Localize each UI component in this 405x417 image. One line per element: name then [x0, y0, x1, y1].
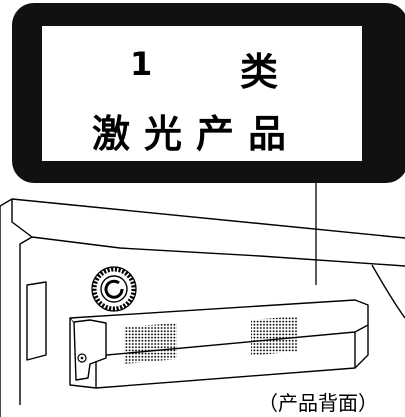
vent-left — [124, 323, 177, 364]
label-text-area: 1 类 激光产品 — [12, 3, 405, 183]
tv-back-housing — [0, 198, 405, 417]
dotted-vents — [124, 316, 298, 364]
product-back-caption: （产品背面） — [258, 391, 378, 415]
laser-class-number: 1 — [130, 45, 153, 83]
vent-right — [251, 316, 298, 356]
round-vent-grille — [91, 266, 137, 312]
laser-product-text: 激光产品 — [92, 112, 301, 156]
terminal-cover — [69, 299, 369, 389]
laser-class-word: 类 — [240, 50, 279, 94]
laser-warning-label — [12, 3, 405, 183]
